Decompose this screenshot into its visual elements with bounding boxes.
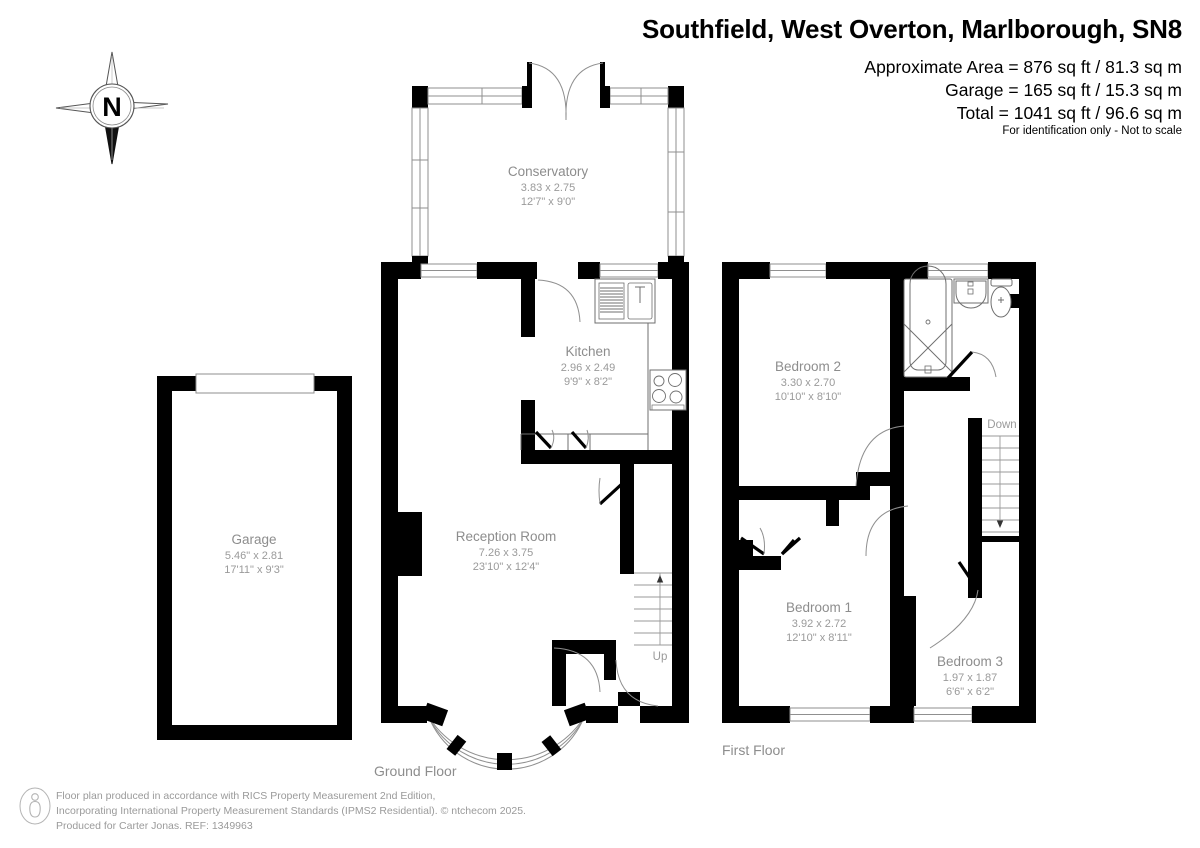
- room-label-reception-room: Reception Room: [456, 529, 557, 544]
- footer-line-2: Incorporating International Property Mea…: [56, 805, 526, 818]
- room-dim-metric-bedroom-3: 1.97 x 1.87: [943, 672, 997, 684]
- floor-label-first: First Floor: [722, 742, 785, 758]
- room-dim-imperial-reception-room: 23'10" x 12'4": [473, 561, 540, 573]
- room-dim-metric-kitchen: 2.96 x 2.49: [561, 362, 615, 374]
- first-floor-outline: Down Bedroom 2 3.30 x 2.70 10'10" x 8'10…: [722, 262, 1036, 723]
- area-summary: Approximate Area = 876 sq ft / 81.3 sq m…: [864, 56, 1182, 125]
- page-title: Southfield, West Overton, Marlborough, S…: [641, 14, 1182, 44]
- basin-icon: [953, 278, 989, 304]
- disclaimer-note: For identification only - Not to scale: [1002, 125, 1182, 137]
- ground-floor-outline: Up: [381, 262, 689, 770]
- bath-icon: [903, 278, 953, 378]
- room-label-kitchen: Kitchen: [565, 344, 610, 359]
- total-area-line: Total = 1041 sq ft / 96.6 sq m: [956, 103, 1182, 124]
- first-stairs-label: Down: [987, 419, 1016, 431]
- room-dim-metric-garage: 5.46" x 2.81: [225, 550, 283, 562]
- room-label-garage: Garage: [231, 532, 276, 547]
- conservatory-outline: Conservatory 3.83 x 2.75 12'7" x 9'0": [411, 62, 685, 272]
- info-person-icon: [18, 786, 52, 826]
- drainer-icon: [598, 282, 625, 320]
- room-label-bedroom-3: Bedroom 3: [937, 654, 1003, 669]
- room-label-conservatory: Conservatory: [508, 164, 589, 179]
- footer-line-1: Floor plan produced in accordance with R…: [56, 790, 436, 802]
- room-dim-imperial-garage: 17'11" x 9'3": [224, 564, 284, 576]
- room-dim-imperial-bedroom-3: 6'6" x 6'2": [946, 686, 994, 698]
- bathroom-fixtures: [903, 265, 1013, 380]
- room-dim-metric-conservatory: 3.83 x 2.75: [521, 182, 575, 194]
- footer-line-3: Produced for Carter Jonas. REF: 1349963: [56, 820, 253, 833]
- floor-label-ground: Ground Floor: [374, 763, 457, 779]
- compass-north-label: N: [102, 92, 122, 122]
- ground-stairs: Up: [634, 572, 672, 663]
- bay-window: [421, 702, 591, 770]
- compass-rose-icon: N: [52, 48, 172, 168]
- room-dim-metric-reception-room: 7.26 x 3.75: [479, 547, 533, 559]
- garage-outline: [157, 373, 352, 740]
- ground-stairs-label: Up: [653, 651, 668, 663]
- footer-credits: Floor plan produced in accordance with R…: [56, 789, 526, 835]
- kitchen-fixtures: [520, 278, 687, 450]
- room-dim-imperial-conservatory: 12'7" x 9'0": [521, 196, 575, 208]
- ground-floor-hall: Up: [552, 464, 672, 707]
- room-dim-imperial-bedroom-1: 12'10" x 8'11": [786, 632, 852, 644]
- garage-area-line: Garage = 165 sq ft / 15.3 sq m: [945, 80, 1182, 101]
- approximate-area-line: Approximate Area = 876 sq ft / 81.3 sq m: [864, 57, 1182, 77]
- room-dim-metric-bedroom-1: 3.92 x 2.72: [792, 618, 846, 630]
- toilet-icon: [990, 278, 1013, 318]
- first-stairs: Down: [982, 419, 1019, 536]
- room-label-bedroom-1: Bedroom 1: [786, 600, 852, 615]
- room-label-bedroom-2: Bedroom 2: [775, 359, 841, 374]
- room-dim-imperial-bedroom-2: 10'10" x 8'10": [775, 391, 842, 403]
- room-dim-imperial-kitchen: 9'9" x 8'2": [564, 376, 612, 388]
- room-dim-metric-bedroom-2: 3.30 x 2.70: [781, 377, 835, 389]
